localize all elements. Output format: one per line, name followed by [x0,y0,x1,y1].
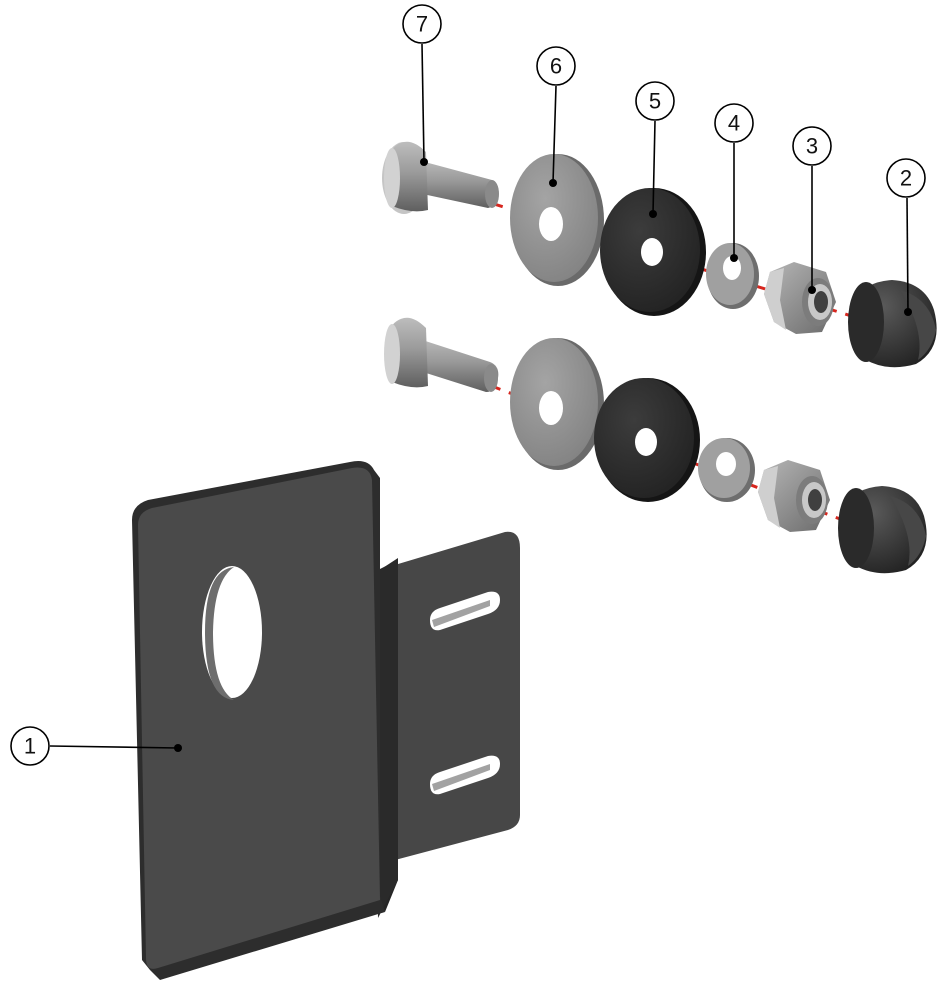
callouts: 1 2 3 4 5 6 [10,4,926,766]
cap-nut-bottom [838,486,927,574]
balloon-label-3: 3 [806,134,818,159]
balloon-label-5: 5 [649,89,661,114]
lock-nut-top [764,262,836,334]
flange-slot-bottom [430,755,500,795]
rubber-washer-top [600,188,706,316]
fastener-stack-top [382,141,937,368]
leader-line-1 [49,745,179,749]
mounting-bracket [132,461,520,980]
leader-line-5 [652,120,656,215]
leader-line-6 [552,85,557,184]
balloon-label-4: 4 [728,111,740,136]
fastener-stack-bottom [384,317,927,574]
bolt-bottom [384,317,499,392]
balloon-3: 3 [792,126,832,166]
balloon-label-2: 2 [900,166,912,191]
bracket-plate [138,467,380,969]
balloon-label-1: 1 [24,734,36,759]
plate-oval-hole [202,566,262,700]
flange-slot-top [430,591,500,631]
leader-line-2 [906,197,909,313]
flat-washer-top [510,154,604,286]
balloon-label-7: 7 [416,12,428,37]
balloon-4: 4 [714,103,754,143]
cap-nut-top [848,280,937,368]
bolt-top [382,141,499,214]
leader-line-7 [421,43,425,163]
lock-nut-bottom [758,460,830,532]
balloon-2: 2 [886,158,926,198]
balloon-5: 5 [635,81,675,121]
small-washer-bottom [698,438,755,502]
rubber-washer-bottom [594,378,700,502]
balloon-1: 1 [10,726,50,766]
balloon-7: 7 [402,4,442,44]
balloon-label-6: 6 [550,54,562,79]
balloon-6: 6 [536,46,576,86]
flat-washer-bottom [510,338,604,470]
bracket-flange [378,531,520,900]
small-washer-top [706,243,759,309]
